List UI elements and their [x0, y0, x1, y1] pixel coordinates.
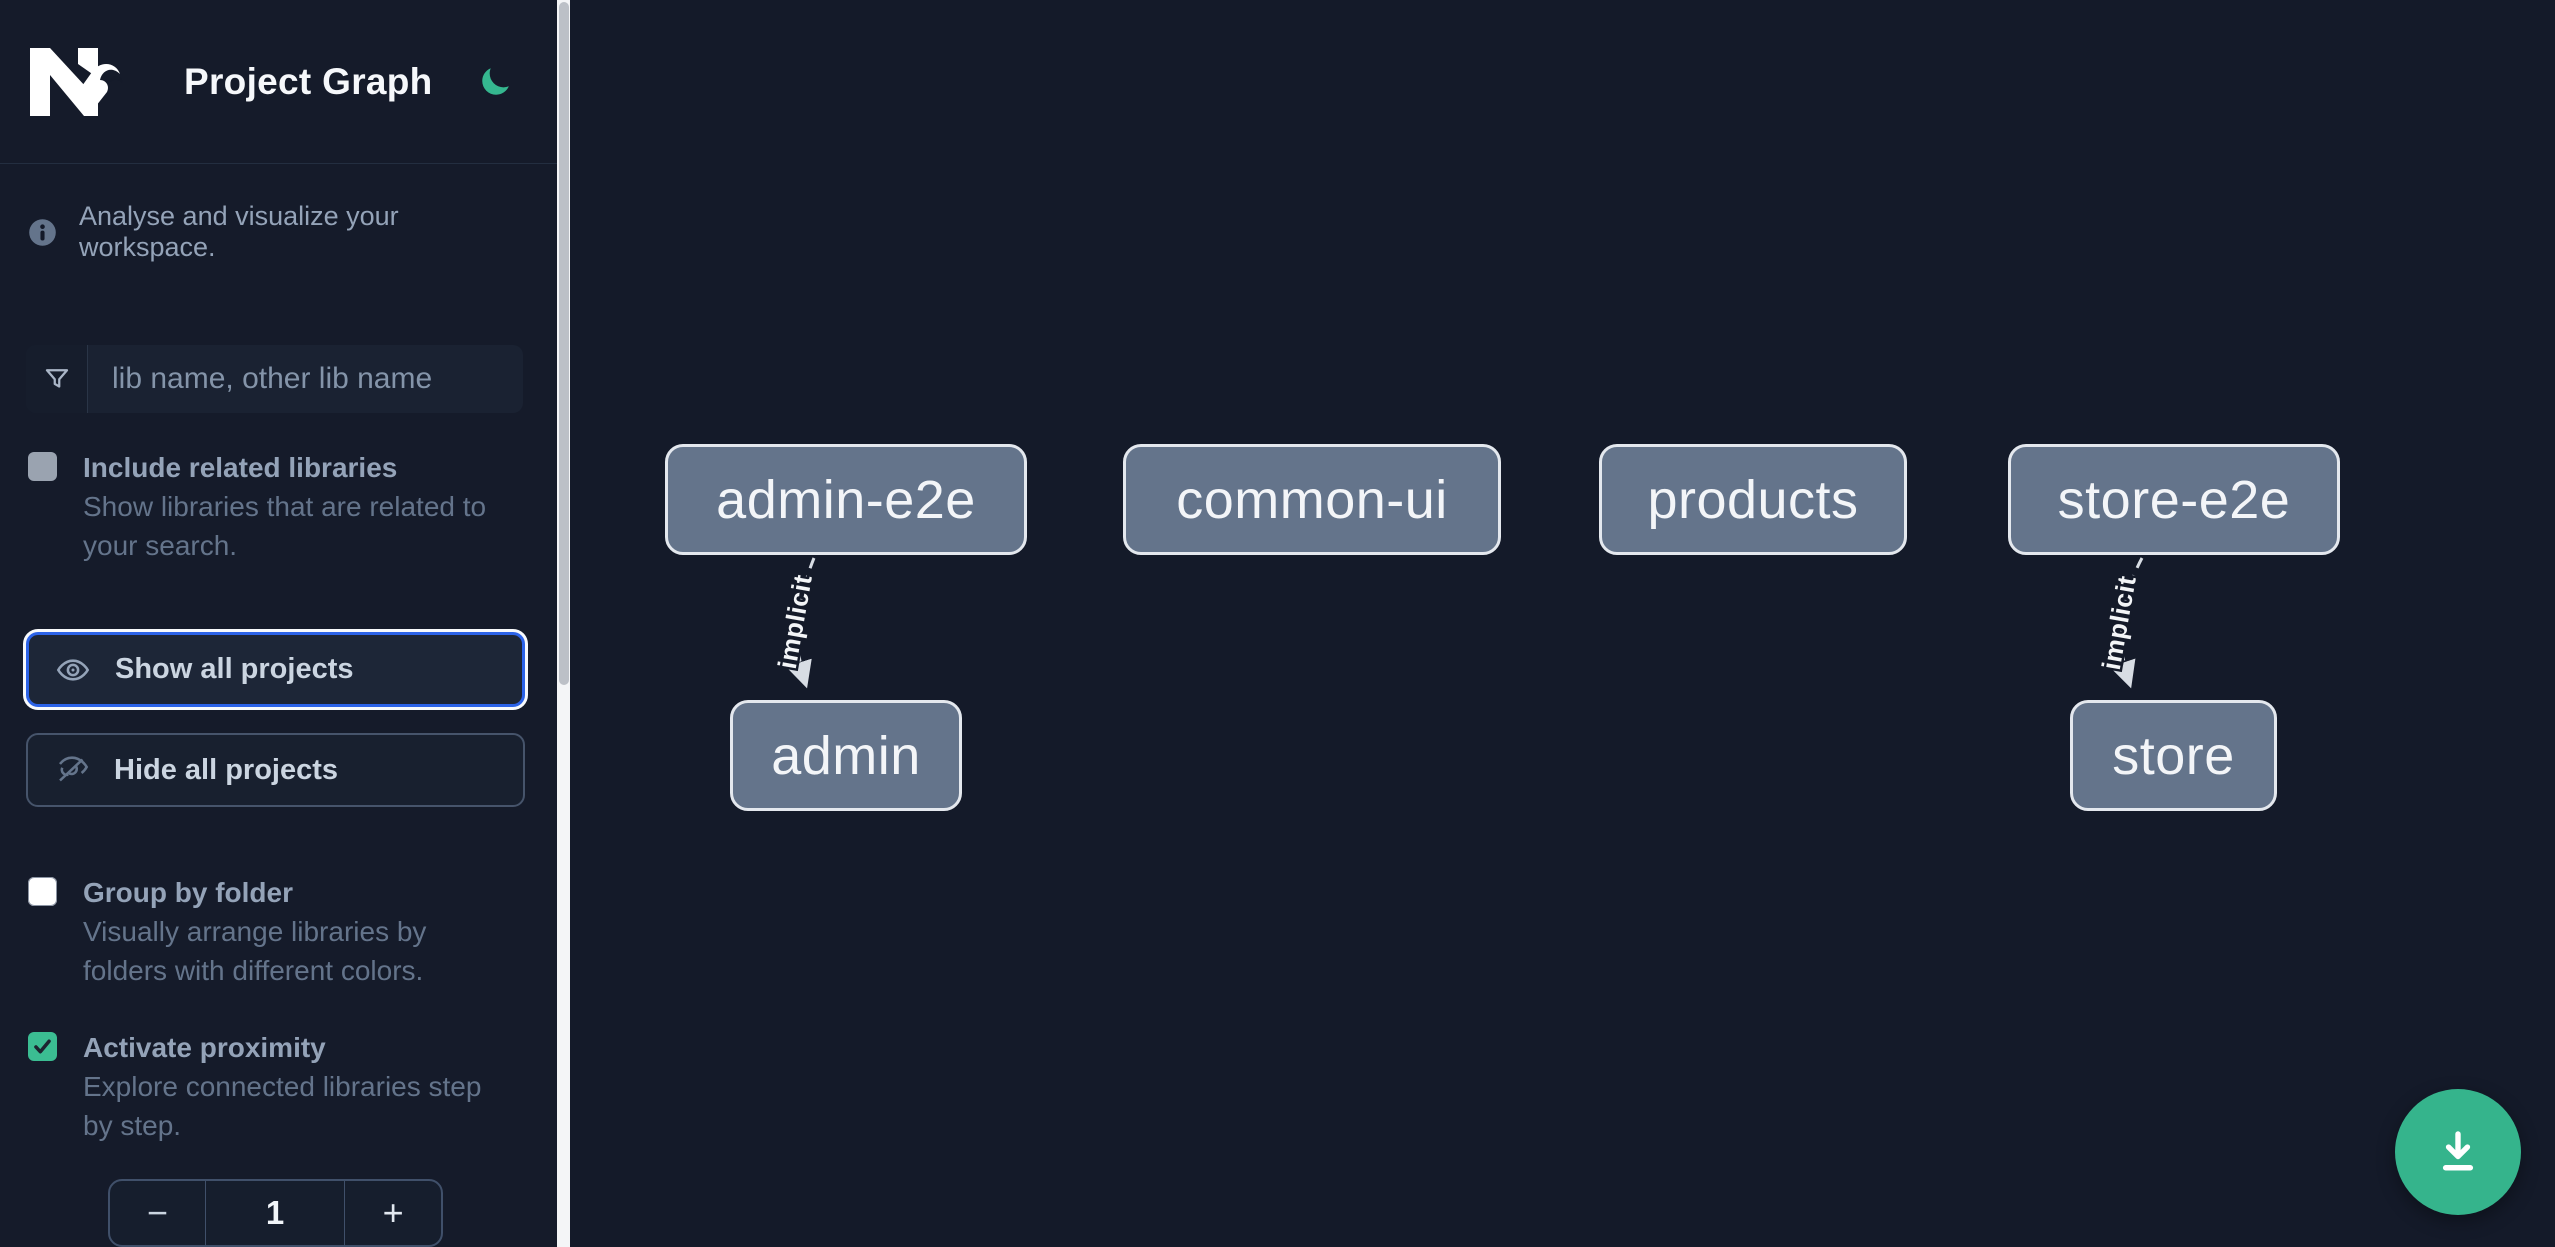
option-texts: Activate proximity Explore connected lib…: [83, 1028, 513, 1145]
proximity-decrement-button[interactable]: −: [110, 1181, 206, 1245]
group-by-folder-checkbox[interactable]: [28, 877, 57, 906]
hide-all-projects-label: Hide all projects: [114, 753, 339, 786]
project-node-store-e2e[interactable]: store-e2e: [2008, 444, 2340, 555]
check-icon: [34, 1039, 51, 1054]
search-icon-cell: [26, 345, 88, 413]
project-node-admin[interactable]: admin: [730, 700, 962, 811]
graph-canvas[interactable]: implicit implicit admin-e2e common-ui pr…: [570, 0, 2555, 1247]
project-node-products[interactable]: products: [1599, 444, 1907, 555]
filter-funnel-icon: [45, 369, 68, 388]
edges-layer: implicit implicit: [769, 557, 2144, 689]
edge-admin-e2e-to-admin[interactable]: [786, 557, 816, 689]
option-activate-proximity: Activate proximity Explore connected lib…: [26, 1032, 531, 1145]
option-texts: Include related libraries Show libraries…: [83, 448, 513, 565]
activate-proximity-checkbox[interactable]: [28, 1032, 57, 1061]
eye-icon: [56, 658, 90, 681]
moon-icon: [482, 67, 509, 95]
eye-off-icon: [58, 756, 89, 782]
proximity-stepper: − 1 +: [108, 1179, 443, 1247]
info-row: Analyse and visualize your workspace.: [26, 201, 531, 263]
search-input[interactable]: [88, 345, 523, 413]
project-node-store[interactable]: store: [2070, 700, 2277, 811]
option-label: Activate proximity: [83, 1032, 326, 1063]
sidebar: Project Graph Analyse and visualize your…: [0, 0, 557, 1247]
option-label: Group by folder: [83, 877, 293, 908]
option-texts: Group by folder Visually arrange librari…: [83, 873, 513, 990]
sidebar-scrollbar-thumb[interactable]: [558, 2, 569, 685]
option-label: Include related libraries: [83, 452, 398, 483]
project-node-admin-e2e[interactable]: admin-e2e: [665, 444, 1027, 555]
info-icon: [29, 218, 56, 246]
sidebar-scrollbar-track[interactable]: [557, 0, 570, 1247]
download-icon: [2442, 1131, 2474, 1171]
edge-label-implicit: implicit: [772, 572, 818, 671]
download-graph-button[interactable]: [2395, 1089, 2521, 1215]
sidebar-header: Project Graph: [0, 0, 557, 164]
proximity-value: 1: [265, 1194, 285, 1231]
option-group-by-folder: Group by folder Visually arrange librari…: [26, 877, 531, 990]
sidebar-body: Analyse and visualize your workspace. In…: [0, 164, 557, 1247]
nx-logo-icon: [30, 47, 123, 116]
search-box: [26, 345, 523, 413]
page-title: Project Graph: [184, 60, 433, 102]
project-node-common-ui[interactable]: common-ui: [1123, 444, 1501, 555]
theme-toggle-button[interactable]: [475, 62, 515, 102]
include-related-checkbox: [28, 452, 57, 481]
option-description: Explore connected libraries step by step…: [83, 1071, 482, 1141]
option-include-related: Include related libraries Show libraries…: [26, 452, 531, 565]
edge-store-e2e-to-store[interactable]: [2109, 557, 2144, 689]
proximity-increment-button[interactable]: +: [344, 1181, 441, 1245]
option-description: Visually arrange libraries by folders wi…: [83, 916, 427, 986]
option-description: Show libraries that are related to your …: [83, 491, 487, 561]
info-text: Analyse and visualize your workspace.: [79, 201, 399, 262]
show-all-projects-button[interactable]: Show all projects: [26, 632, 525, 707]
edge-label-implicit: implicit: [2096, 573, 2142, 672]
show-all-projects-label: Show all projects: [115, 653, 354, 685]
hide-all-projects-button[interactable]: Hide all projects: [26, 733, 525, 807]
